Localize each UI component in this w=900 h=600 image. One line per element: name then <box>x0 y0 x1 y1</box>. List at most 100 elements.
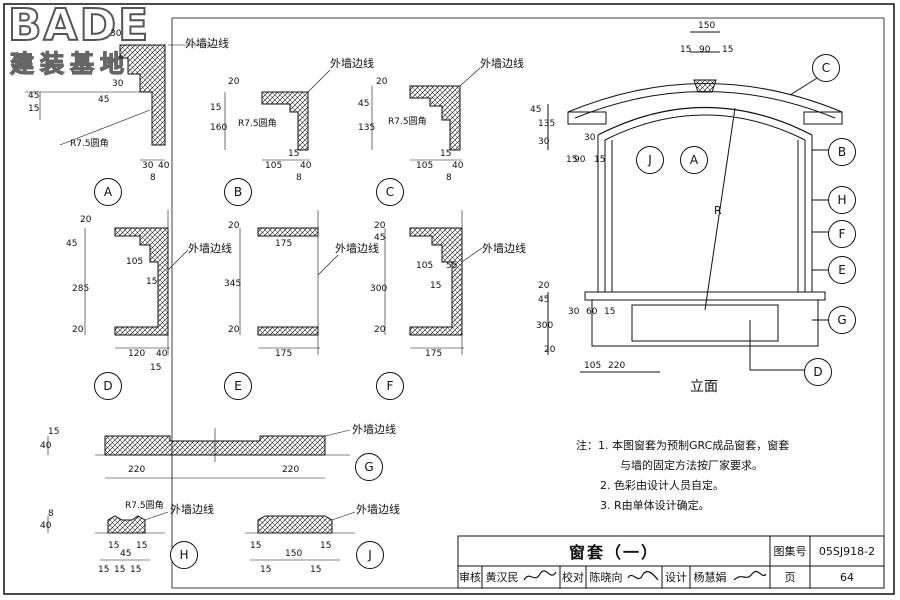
dim-elev-15: 60 <box>586 307 598 317</box>
wall-edge-label-d: 外墙边线 <box>188 242 232 255</box>
notes-head: 注：1. <box>576 439 609 452</box>
reviewer-name: 黄汉民 <box>485 571 519 584</box>
dim-elev-12: 45 <box>538 295 550 305</box>
dim-e-3: 20 <box>228 325 240 335</box>
dim-h-6: 15 <box>114 565 126 575</box>
note-line-4: 3. R由单体设计确定。 <box>600 499 710 512</box>
elev-tag-c: C <box>812 54 840 82</box>
dim-b-1: 15 <box>210 103 222 113</box>
elev-tag-a: A <box>680 146 708 174</box>
sheet-border <box>3 3 895 595</box>
section-tag-f: F <box>376 372 404 400</box>
dim-e-1: 175 <box>275 239 293 249</box>
dim-f-0: 20 <box>374 221 386 231</box>
dim-e-0: 20 <box>228 221 240 231</box>
elev-tag-h: H <box>828 186 856 214</box>
dim-elev-7: 30 <box>584 133 596 143</box>
section-tag-j: J <box>356 541 384 569</box>
dim-d-9: 15 <box>150 363 162 373</box>
dim-elev-17: 300 <box>536 321 554 331</box>
dim-a-7: 30 <box>142 161 154 171</box>
dim-elev-4: 45 <box>530 105 542 115</box>
reviewer-signature <box>523 570 557 581</box>
dim-j-0: 15 <box>250 541 262 551</box>
dim-b-6: 15 <box>288 149 300 159</box>
section-b-drawing <box>261 91 309 151</box>
notes-block: 注：1. 本图窗套为预制GRC成品窗套，窗套 与墙的固定方法按厂家要求。 2. … <box>576 436 789 516</box>
section-tag-b: B <box>224 178 252 206</box>
designer-name: 杨慧娟 <box>693 571 727 584</box>
elev-tag-j: J <box>636 146 664 174</box>
round-corner-c: R7.5圆角 <box>388 117 427 127</box>
review-label: 审核 <box>459 571 481 584</box>
dim-j-2: 15 <box>320 541 332 551</box>
dim-j-4: 15 <box>310 565 322 575</box>
dim-elev-20: 220 <box>608 361 626 371</box>
dim-a-2: 15 <box>28 104 40 114</box>
dim-d-3: 105 <box>126 257 144 267</box>
dim-d-0: 20 <box>80 215 92 225</box>
section-a-dims <box>25 44 215 161</box>
dim-h-0: 8 <box>48 509 54 519</box>
dim-f-8: 175 <box>425 349 443 359</box>
elev-tag-g: G <box>828 306 856 334</box>
wall-edge-label-j: 外墙边线 <box>356 503 400 516</box>
dim-f-4: 55 <box>446 261 458 271</box>
dim-d-4: 285 <box>72 284 90 294</box>
dim-elev-1: 15 <box>680 45 692 55</box>
designer-signature <box>733 570 767 581</box>
title-block-frame <box>457 535 885 589</box>
wall-edge-label-c: 外墙边线 <box>480 57 524 70</box>
radius-label: R <box>714 204 722 217</box>
dim-a-8: 40 <box>158 161 170 171</box>
dim-f-3: 105 <box>416 261 434 271</box>
dim-elev-10: 15 <box>594 155 606 165</box>
logo-text: BADE <box>7 0 151 51</box>
dim-h-4: 15 <box>136 541 148 551</box>
wall-edge-label-a: 外墙边线 <box>185 37 229 50</box>
dim-h-7: 15 <box>130 565 142 575</box>
dim-g-2: 220 <box>128 465 146 475</box>
wall-edge-label-e: 外墙边线 <box>335 242 379 255</box>
elev-tag-e: E <box>828 256 856 284</box>
dim-a-9: 8 <box>150 173 156 183</box>
dim-elev-16: 15 <box>604 307 616 317</box>
dim-h-1: 40 <box>40 521 52 531</box>
page-number: 64 <box>840 570 854 584</box>
dim-elev-19: 105 <box>584 361 602 371</box>
section-tag-g: G <box>355 453 383 481</box>
dim-d-7: 120 <box>128 349 146 359</box>
section-a-drawing <box>119 44 166 146</box>
dim-elev-0: 150 <box>698 21 716 31</box>
checker-signature <box>627 571 659 581</box>
round-corner-a: R7.5圆角 <box>70 139 109 149</box>
dim-elev-9: 90 <box>574 155 586 165</box>
dim-elev-8: 15 <box>566 155 578 165</box>
dim-c-9: 8 <box>446 173 452 183</box>
section-c-drawing <box>409 85 461 151</box>
dim-elev-5: 135 <box>538 119 556 129</box>
elev-tag-d: D <box>804 358 832 386</box>
dim-h-2: 15 <box>108 541 120 551</box>
dim-elev-6: 30 <box>538 137 550 147</box>
dim-g-0: 15 <box>48 427 60 437</box>
checker-name: 陈晓向 <box>589 571 623 584</box>
dim-f-7: 20 <box>374 325 386 335</box>
section-tag-a: A <box>94 178 122 206</box>
dim-elev-18: 20 <box>544 345 556 355</box>
section-j-drawing <box>257 515 333 534</box>
round-corner-h: R7.5圆角 <box>125 501 164 511</box>
dim-b-5: 105 <box>265 161 283 171</box>
note-line-3: 2. 色彩由设计人员自定。 <box>600 479 724 492</box>
dim-a-4: 45 <box>98 95 110 105</box>
dim-elev-11: 20 <box>538 281 550 291</box>
dim-f-6: 15 <box>430 281 442 291</box>
dim-b-2: 160 <box>210 123 228 133</box>
dim-c-6: 105 <box>416 161 434 171</box>
logo-subtext: 建装基地 <box>9 50 130 78</box>
wall-edge-label-f: 外墙边线 <box>482 242 526 255</box>
section-h-drawing <box>107 515 146 534</box>
note-line-2: 与墙的固定方法按厂家要求。 <box>620 459 763 472</box>
dim-d-5: 15 <box>146 277 158 287</box>
